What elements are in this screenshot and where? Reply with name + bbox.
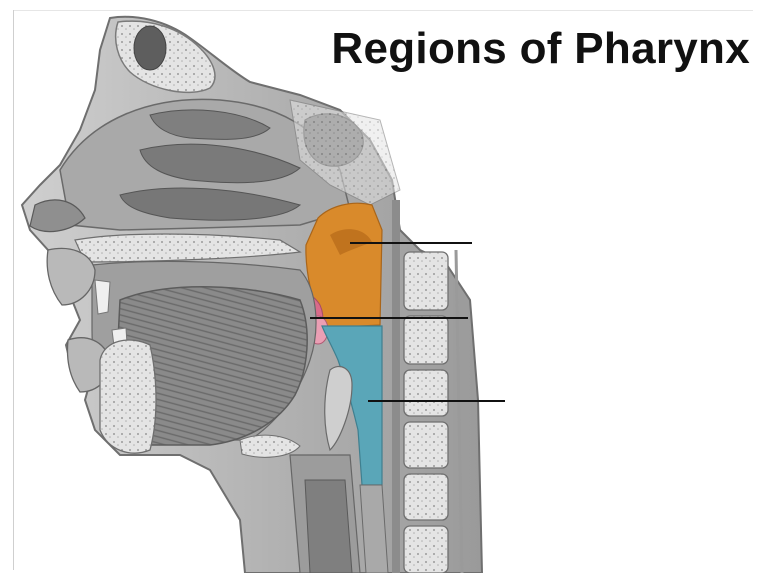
trachea <box>305 480 352 573</box>
diagram-title: Regions of Pharynx <box>331 24 750 74</box>
frontal-sinus <box>134 26 166 70</box>
vertebra-c2 <box>404 316 448 364</box>
vertebra-c6 <box>404 526 448 573</box>
mandible <box>100 340 156 453</box>
upper-incisor <box>95 280 110 314</box>
vertebra-c5 <box>404 474 448 520</box>
vertebra-c3 <box>404 370 448 416</box>
vertebra-c1 <box>404 252 448 310</box>
vertebra-c4 <box>404 422 448 468</box>
